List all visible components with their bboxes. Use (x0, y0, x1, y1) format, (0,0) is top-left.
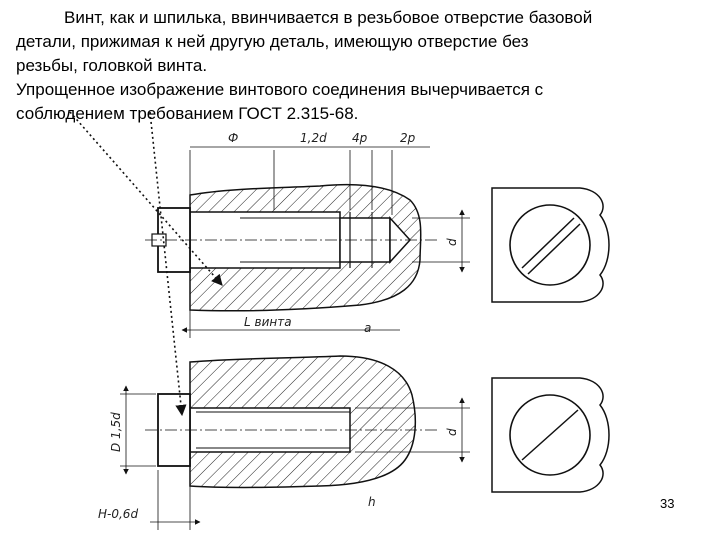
upper-end-view (491, 187, 610, 303)
lower-dim-label-d: d (445, 428, 459, 436)
upper-slot-line-2 (527, 223, 581, 275)
page-number: 33 (660, 496, 675, 511)
upper-end-view-circle (509, 204, 591, 286)
upper-dim-label-thread: 1,2d (300, 131, 327, 145)
lower-end-view-outline (491, 377, 610, 493)
upper-dim-label-phi: Ф (228, 131, 238, 145)
lower-dim-label-h: h (368, 495, 376, 509)
lower-section-view: d D 1,5d H-0,6d h (98, 355, 470, 530)
pointer-line-lower (149, 111, 187, 417)
upper-dim-label-2p: 2p (400, 131, 416, 145)
upper-slot-line-1 (521, 217, 575, 269)
lower-dim-label-head-dia: D 1,5d (109, 412, 123, 452)
upper-section-view: Ф 1,2d 4p 2p d L винта a (145, 131, 470, 338)
upper-dim-label-length: L винта (244, 315, 292, 329)
upper-dim-label-4p: 4p (352, 131, 368, 145)
paragraph-line-5: соблюдением требованием ГОСТ 2.315-68. (16, 104, 359, 123)
lower-dim-label-head-height: H-0,6d (98, 507, 138, 521)
paragraph-line-1: Винт, как и шпилька, ввинчивается в резь… (64, 8, 593, 27)
lower-end-view (491, 377, 610, 493)
lower-slot-line (521, 409, 579, 461)
paragraph-line-2: детали, прижимая к ней другую деталь, им… (16, 32, 529, 51)
pointer-line-upper (69, 111, 223, 286)
paragraph-line-3: резьбы, головкой винта. (16, 56, 208, 75)
paragraph-line-4: Упрощенное изображение винтового соедине… (16, 80, 544, 99)
upper-dim-label-a: a (364, 321, 371, 335)
description-text: Винт, как и шпилька, ввинчивается в резь… (16, 6, 706, 126)
upper-end-view-outline (491, 187, 610, 303)
upper-dim-label-d: d (445, 238, 459, 246)
